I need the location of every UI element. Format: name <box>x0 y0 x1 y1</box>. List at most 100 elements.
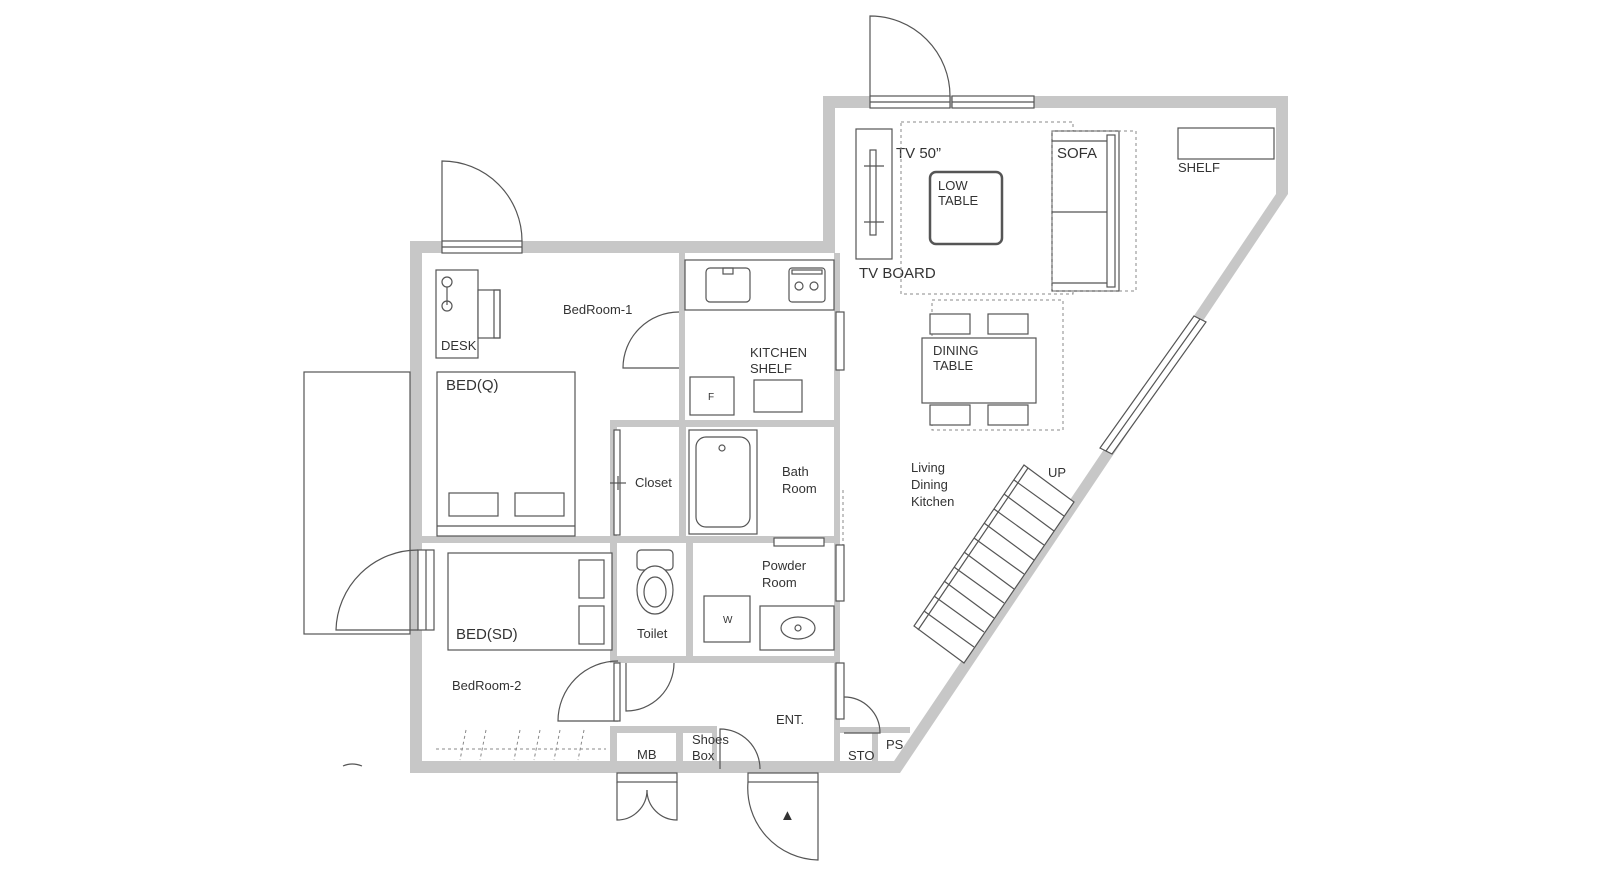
label-bed-q: BED(Q) <box>446 377 499 394</box>
kitchen-shelf <box>753 379 803 413</box>
label-sofa: SOFA <box>1057 145 1097 162</box>
wall-toilet-powder <box>686 543 693 663</box>
entry-marker-icon: ▲ <box>780 807 795 824</box>
washer <box>703 595 751 643</box>
staircase <box>913 464 1075 664</box>
mb-door-frame <box>616 772 678 783</box>
label-up: UP <box>1048 465 1066 480</box>
fridge <box>689 376 735 416</box>
kitchen-sink <box>705 267 751 303</box>
dining-table <box>921 337 1037 404</box>
powder-door-jamb <box>835 544 845 602</box>
stair-5 <box>973 537 1025 575</box>
label-tv: TV 50” <box>896 145 941 162</box>
label-ldk-1: Living <box>911 460 945 475</box>
sofa-rug <box>1051 130 1137 292</box>
door-mb-right <box>646 782 678 821</box>
label-closet: Closet <box>635 475 672 490</box>
label-dining-2: TABLE <box>933 358 974 373</box>
door-toilet <box>625 662 675 712</box>
sto-door-jamb <box>835 662 845 720</box>
bathtub-inner <box>695 436 751 528</box>
door-living-top <box>869 15 951 97</box>
wardrobe-hanger-4 <box>533 729 541 761</box>
bedroom2-door-jamb <box>613 662 621 722</box>
shelf <box>1177 127 1275 160</box>
windows-top <box>869 95 1035 109</box>
door-bedroom2 <box>557 660 619 722</box>
vanity-basin <box>780 616 816 640</box>
tv-board <box>855 128 893 260</box>
kitchen-faucet <box>722 267 734 275</box>
window-diagonal <box>1099 315 1207 455</box>
stair-2 <box>1003 493 1055 532</box>
stair-9 <box>933 595 985 633</box>
dining-chair-3 <box>929 404 971 426</box>
label-shoes-1: Shoes <box>692 732 729 747</box>
desk-lamp-base <box>441 300 453 312</box>
stair-handrail <box>917 467 1029 631</box>
door-bedroom1-top <box>441 160 523 242</box>
door-sto <box>843 696 881 734</box>
wall-kitchen-right <box>834 253 840 663</box>
bathtub-drain <box>718 444 726 452</box>
bath-door <box>773 537 825 547</box>
vanity <box>759 605 835 651</box>
wall-mb-right <box>676 726 683 766</box>
wall-toilet-bottom <box>610 656 840 663</box>
label-tv-board: TV BOARD <box>859 265 936 282</box>
label-sto: STO <box>848 748 875 763</box>
door-mb-left <box>616 782 648 821</box>
label-shoes-2: Box <box>692 748 715 763</box>
label-entrance: ENT. <box>776 712 804 727</box>
sofa-back <box>1106 134 1116 288</box>
stair-1 <box>1013 479 1065 517</box>
balcony-outline <box>303 371 411 635</box>
kitchen-stove <box>788 267 826 303</box>
label-bath-2: Room <box>782 481 817 496</box>
toilet-bowl <box>636 565 674 615</box>
low-table <box>928 170 1004 246</box>
stair-4 <box>983 522 1035 561</box>
wall-bed2-right <box>610 543 617 663</box>
stair-10 <box>923 610 975 648</box>
stair-6 <box>963 551 1015 590</box>
kitchen-burner-2 <box>809 281 819 291</box>
label-powder-1: Powder <box>762 558 807 573</box>
wall-step <box>823 96 835 253</box>
toilet-seat <box>643 576 667 608</box>
kitchen-burner-1 <box>794 281 804 291</box>
label-powder-2: Room <box>762 575 797 590</box>
staircase-outline <box>913 464 1075 664</box>
label-kitchen-shelf-1: KITCHEN <box>750 345 807 360</box>
desk-chair <box>477 289 501 339</box>
wall-right <box>1276 96 1288 194</box>
dining-chair-1 <box>929 313 971 335</box>
wardrobe-hanger-2 <box>479 729 487 761</box>
window-diagonal-line <box>1105 318 1201 452</box>
label-ldk-2: Dining <box>911 477 948 492</box>
label-kitchen-shelf-2: SHELF <box>750 361 792 376</box>
entry-door-frame <box>747 772 819 783</box>
label-shelf: SHELF <box>1178 160 1220 175</box>
label-ps: PS <box>886 737 904 752</box>
stair-7 <box>953 566 1005 604</box>
wardrobe-hanger-3 <box>513 729 521 761</box>
wall-bed-split <box>422 536 840 543</box>
door-bedroom1 <box>622 311 680 369</box>
wall-left <box>410 241 422 771</box>
wall-sto-mid <box>872 727 878 765</box>
label-bed-sd: BED(SD) <box>456 626 518 643</box>
wall-kitchen-left <box>679 253 685 427</box>
label-low-table-2: TABLE <box>938 193 979 208</box>
wardrobe-hanger-5 <box>553 729 561 761</box>
kitchen-door-jamb <box>835 311 845 371</box>
stair-8 <box>943 580 995 619</box>
door-shoes-box <box>719 728 761 770</box>
wardrobe-bedroom2 <box>436 729 606 761</box>
label-bedroom1: BedRoom-1 <box>563 302 632 317</box>
wall-kitchen-bath <box>610 420 840 427</box>
wall-mark-left <box>342 763 363 767</box>
label-dining-1: DINING <box>933 343 979 358</box>
